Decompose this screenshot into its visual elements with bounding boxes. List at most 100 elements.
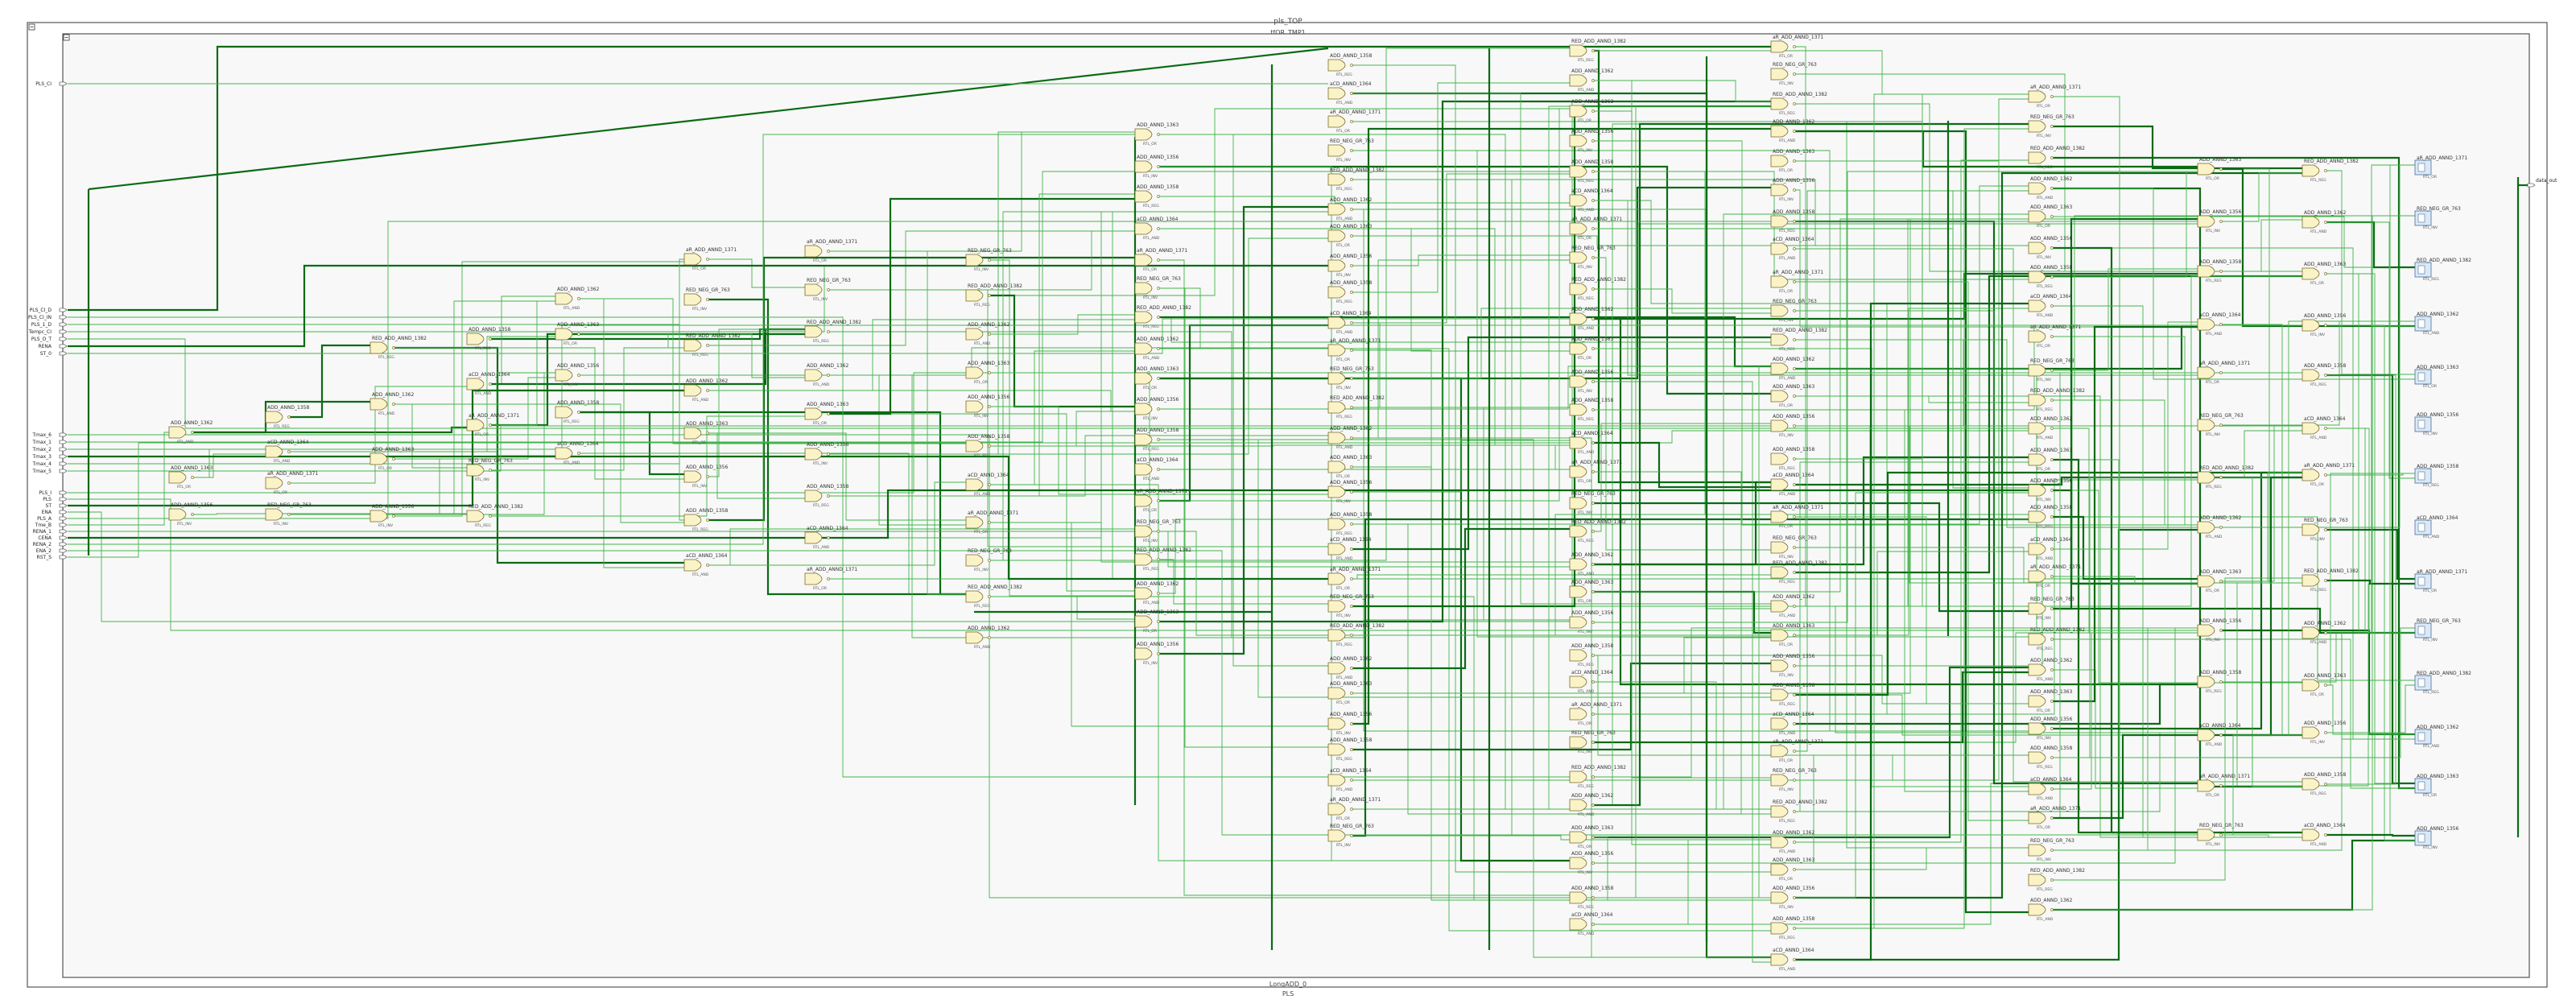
input-port[interactable]: CENA [38, 535, 68, 541]
input-port[interactable]: Tme_B [35, 523, 68, 528]
input-port[interactable]: PLS [43, 497, 68, 502]
input-port[interactable]: Tmax_1 [31, 440, 68, 445]
input-port[interactable]: ST [46, 503, 68, 509]
top-input-port[interactable]: PLS_CI [35, 81, 68, 87]
output-port[interactable]: data_out [2527, 178, 2557, 188]
input-port[interactable]: Tmax_3 [31, 454, 68, 460]
input-port[interactable]: Tempc_CI [28, 329, 68, 335]
input-port[interactable]: ENA_2 [36, 548, 68, 554]
